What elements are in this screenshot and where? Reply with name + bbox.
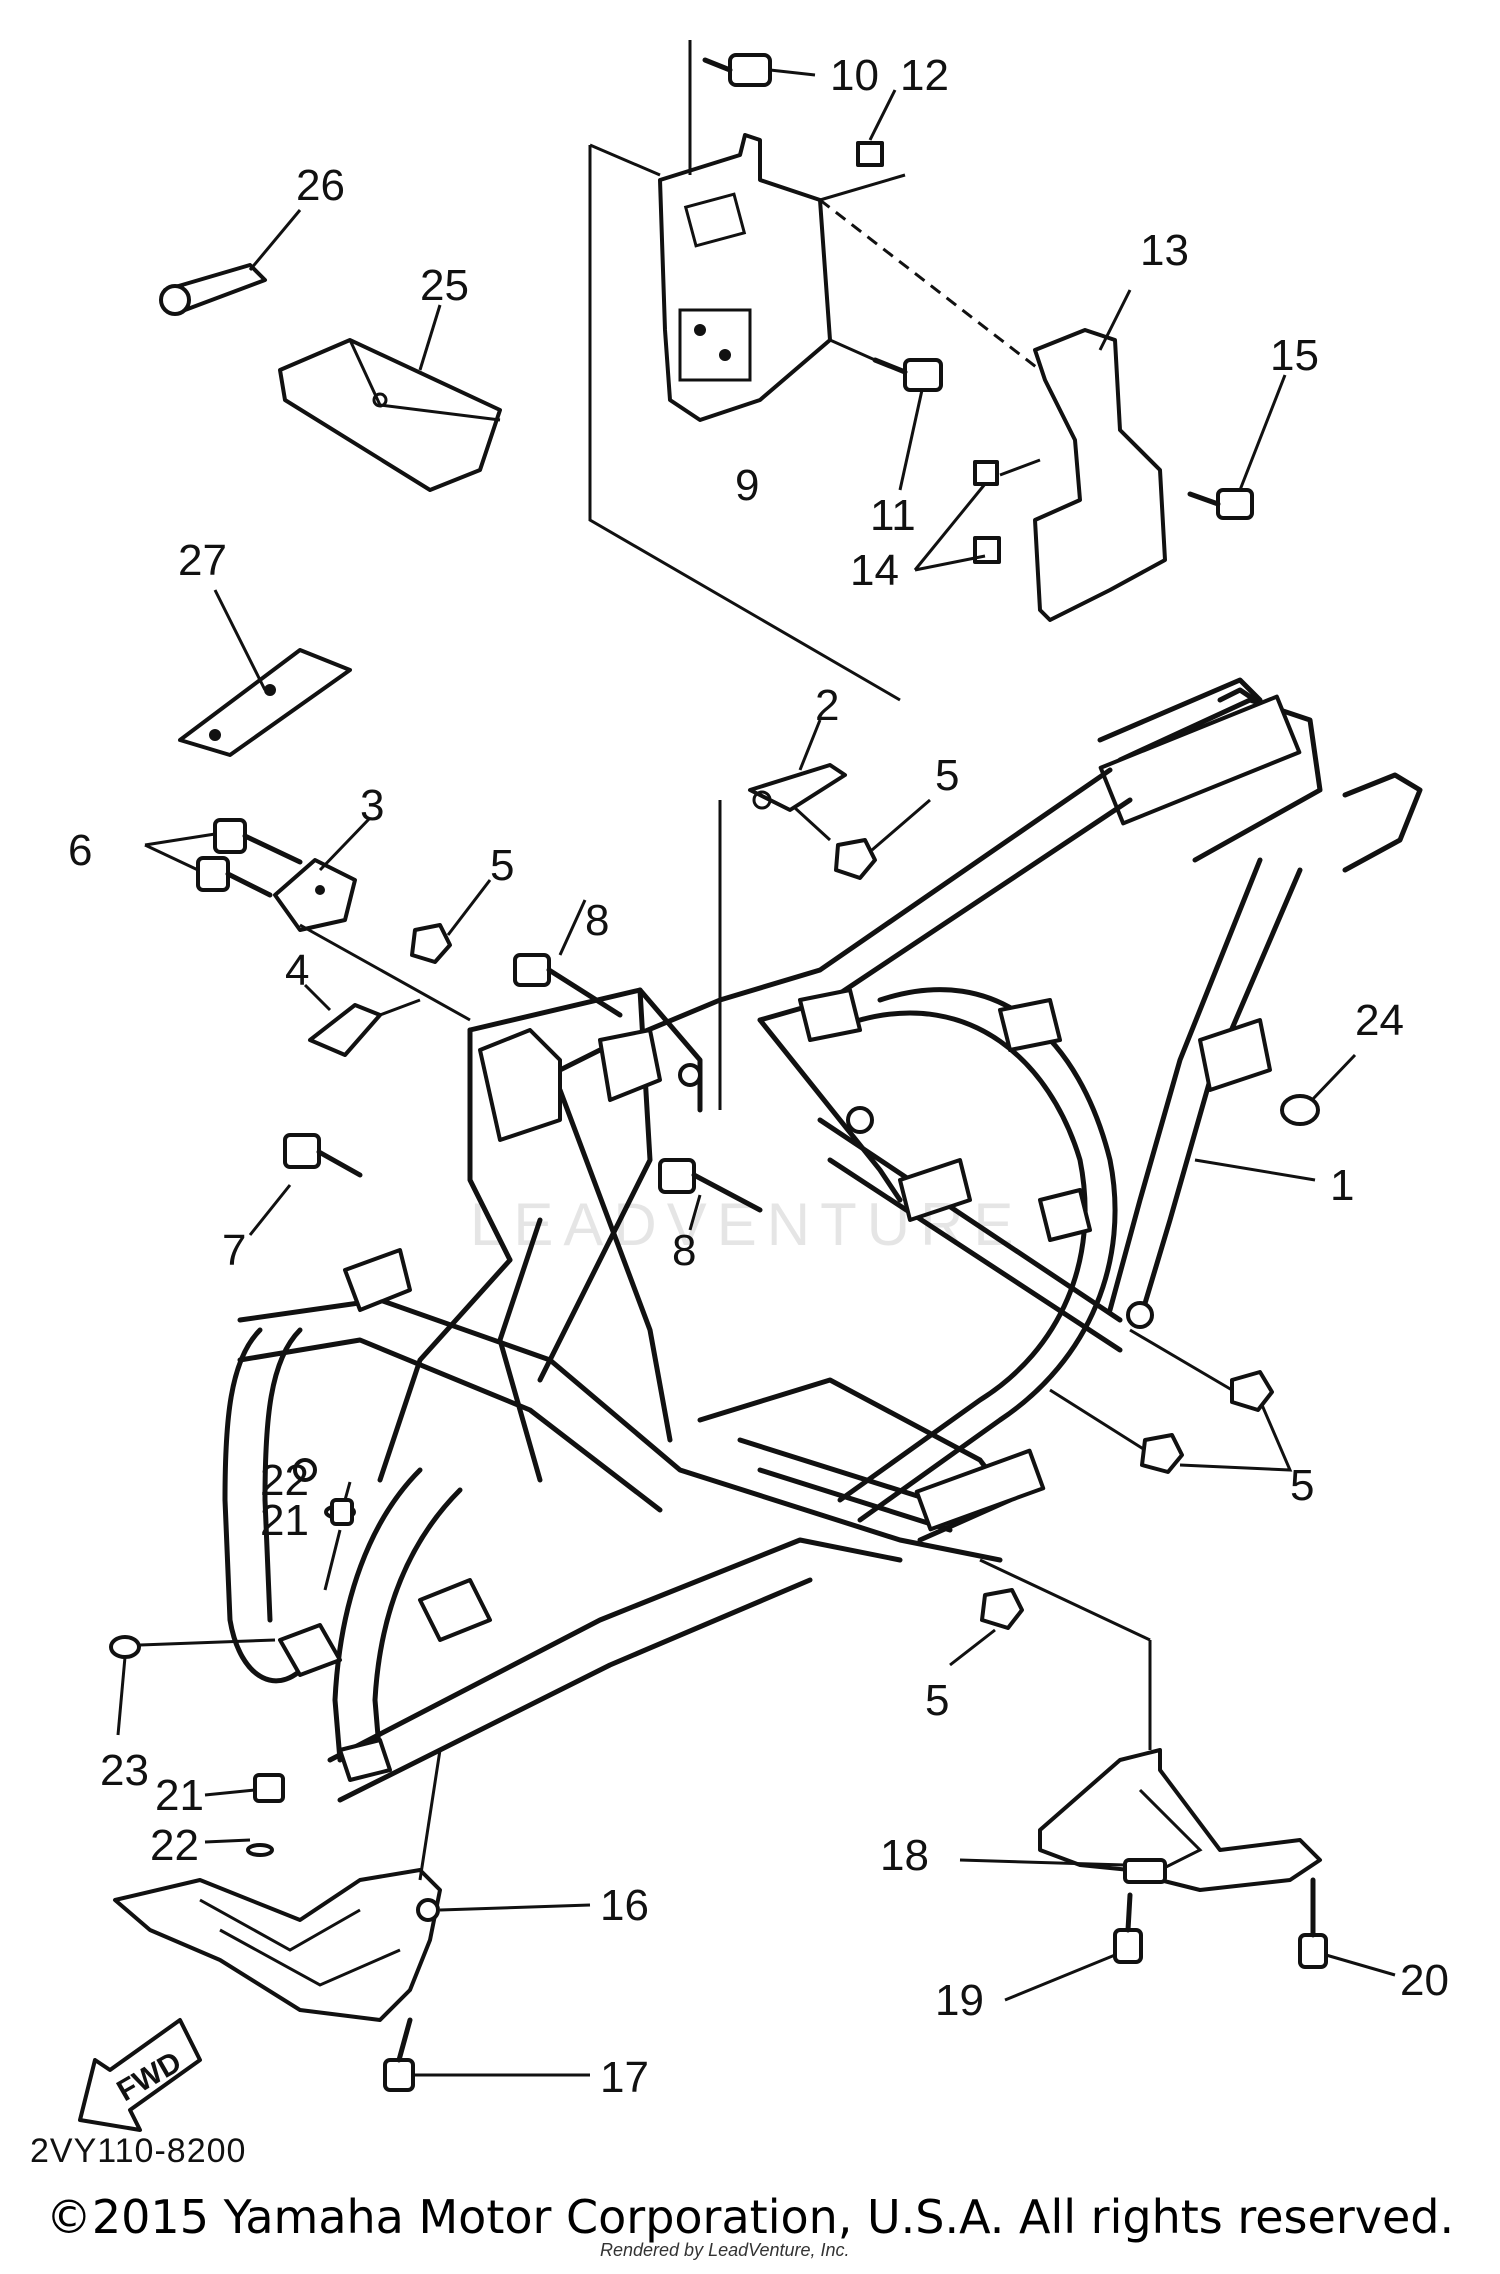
callout-12: 12 [900,51,949,100]
callout-26: 26 [296,161,345,210]
bolt-part [1004,1892,1143,2002]
rendered-by-note: Rendered by LeadVenture, Inc. [600,2240,850,2260]
strap-part [159,209,302,316]
mount-bolts-part [144,818,303,898]
bolt-part [383,2017,590,2092]
callout-21-upper: 21 [260,1496,309,1545]
fwd-arrow-icon: FWD [78,2018,202,2132]
callout-labels: 10 12 26 25 13 15 9 11 14 27 2 5 6 3 5 8… [68,51,1449,2102]
nut-part [949,1588,1024,1667]
callout-25: 25 [420,261,469,310]
callout-5-top: 5 [935,751,959,800]
diagram-code: 2VY110-8200 [30,2132,246,2170]
callout-5-right: 5 [1290,1461,1314,1510]
callout-18: 18 [880,1831,929,1880]
nut-part [410,879,492,964]
bolt-part [1187,488,1254,520]
callout-14: 14 [850,546,899,595]
callout-22-upper: 22 [260,1456,309,1505]
callout-3: 3 [360,781,384,830]
grommet-part [109,1635,276,1736]
battery-bracket-part [1033,328,1167,622]
callout-13: 13 [1140,226,1189,275]
callout-5-left: 5 [490,841,514,890]
callout-17: 17 [600,2053,649,2102]
battery-box-part [658,133,832,422]
callout-1: 1 [1330,1161,1354,1210]
damper-part [303,983,421,1057]
callout-23: 23 [100,1746,149,1795]
engine-bolt-part [658,1158,763,1231]
collar-part [323,1481,356,1591]
engine-bolt-part [513,899,623,1018]
bolt-part [1298,1877,1396,1977]
callout-5-bottom: 5 [925,1676,949,1725]
tool-bag-part [278,304,502,492]
clip-part [973,460,999,486]
callout-8-bottom: 8 [672,1226,696,1275]
skid-plate-part [113,1749,591,2022]
nut-part [834,798,931,880]
callout-21-lower: 21 [155,1771,204,1820]
callout-24: 24 [1355,996,1404,1045]
callout-6: 6 [68,826,92,875]
bolt-part [702,53,772,87]
grommet-part [1280,1053,1357,1126]
copyright-notice: ©2015 Yamaha Motor Corporation, U.S.A. A… [45,2190,1455,2244]
battery-box-assembly [588,40,1287,702]
callout-19: 19 [935,1976,984,2025]
callout-9: 9 [735,461,759,510]
engine-bracket-part [273,816,471,1022]
callout-2: 2 [815,681,839,730]
bracket-part [748,719,847,842]
callout-10: 10 [830,51,879,100]
engine-bolt-part [248,1133,363,1236]
main-frame-part [222,677,1423,1803]
bumper-part [959,1558,1322,1892]
callout-16: 16 [600,1881,649,1930]
callout-7: 7 [222,1226,246,1275]
battery-strap-part [178,589,352,757]
callout-8-top: 8 [585,896,609,945]
callout-11: 11 [870,491,916,540]
watermark-text: LEADVENTURE [470,1191,1024,1258]
callout-22-lower: 22 [150,1821,199,1870]
bolt-part [872,357,943,392]
callout-27: 27 [178,536,227,585]
callout-4: 4 [285,946,309,995]
callout-15: 15 [1270,331,1319,380]
callout-20: 20 [1400,1956,1449,2005]
collar-part [204,1773,285,1857]
clip-part [856,141,884,167]
nut-part [1049,1328,1293,1474]
